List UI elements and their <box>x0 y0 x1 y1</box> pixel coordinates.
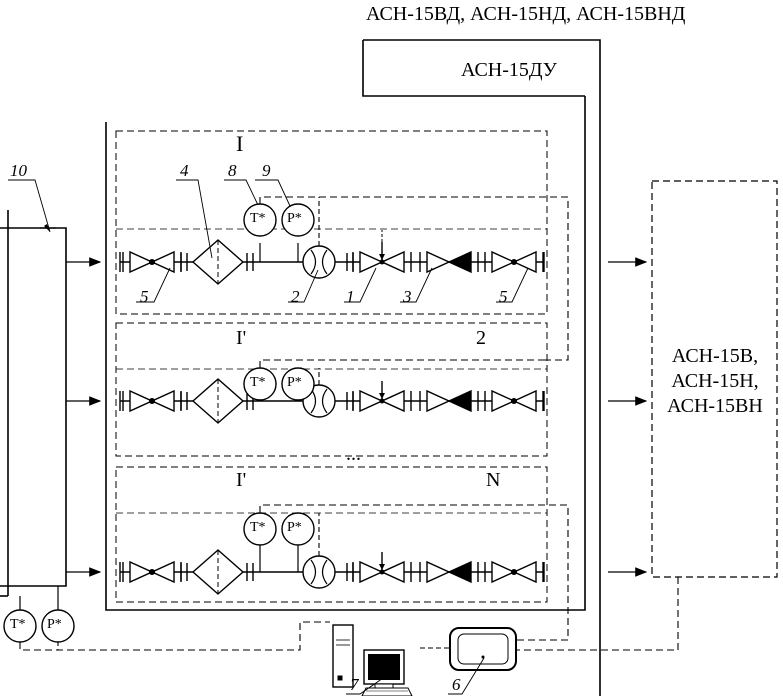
variant-label-top: АСН-15ВД, АСН-15НД, АСН-15ВНД <box>366 3 686 25</box>
callout-4: 4 <box>180 161 189 180</box>
target-unit-line-1: АСН-15В, <box>671 345 759 367</box>
line-2-pipeline <box>119 378 545 424</box>
line-1-pressure-label: P* <box>287 211 302 226</box>
target-unit-line-3: АСН-15ВН <box>667 395 763 417</box>
target-unit-line-2: АСН-15Н, <box>671 370 759 392</box>
line-3-pressure-label: P* <box>287 520 302 535</box>
line-1-title: I <box>236 131 244 156</box>
leader-7 <box>346 675 387 695</box>
controller-unit <box>449 627 517 671</box>
unit-boundary-main <box>105 96 586 611</box>
target-unit-label: АСН-15В, АСН-15Н, АСН-15ВН <box>650 344 780 419</box>
unit-boundary-vd <box>363 39 601 696</box>
leader-9 <box>255 179 291 207</box>
line-2-temperature-label: T* <box>250 375 266 390</box>
line-3-title-suffix: N <box>486 469 501 491</box>
callout-5b: 5 <box>499 287 508 306</box>
callout-5a: 5 <box>140 287 149 306</box>
callout-1: 1 <box>346 287 355 306</box>
leader-1 <box>344 267 377 303</box>
inlet-manifold <box>0 227 67 587</box>
unit-boundary-du <box>362 40 585 97</box>
callout-10: 10 <box>10 161 27 180</box>
target-unit-block <box>651 180 778 578</box>
callout-3: 3 <box>403 287 412 306</box>
leader-5b <box>496 267 529 303</box>
line-3-temperature-label: T* <box>250 520 266 535</box>
callout-8: 8 <box>228 161 237 180</box>
line-module-3 <box>115 466 548 603</box>
leader-10 <box>8 179 51 233</box>
callout-9: 9 <box>262 161 271 180</box>
leader-4 <box>176 179 213 259</box>
callout-2: 2 <box>291 287 300 306</box>
line-2-title: I' <box>236 327 247 349</box>
line-2-pressure-gauge <box>281 367 315 401</box>
line-3-ellipsis: ... <box>346 443 361 465</box>
callout-7: 7 <box>350 675 359 694</box>
line-2-pressure-label: P* <box>287 375 302 390</box>
computer-workstation <box>332 624 413 696</box>
callout-6: 6 <box>452 675 461 694</box>
manifold-pressure-label: P* <box>47 617 62 632</box>
leader-6 <box>448 657 485 695</box>
line-3-title: I' <box>236 469 247 491</box>
leader-5a <box>136 267 171 303</box>
line-1-temperature-label: T* <box>250 211 266 226</box>
line-3-pressure-gauge <box>281 512 315 546</box>
line-module-1 <box>115 130 548 315</box>
variant-label-du: АСН-15ДУ <box>461 59 557 81</box>
line-module-2 <box>115 322 548 457</box>
line-1-pipeline <box>119 239 545 285</box>
leader-3 <box>400 267 433 303</box>
line-3-pipeline <box>119 545 545 595</box>
line-1-pressure-gauge <box>281 203 315 237</box>
manifold-temperature-label: T* <box>10 617 26 632</box>
leader-2 <box>288 269 319 303</box>
line-2-title-suffix: 2 <box>476 327 486 349</box>
leader-8 <box>224 179 259 206</box>
